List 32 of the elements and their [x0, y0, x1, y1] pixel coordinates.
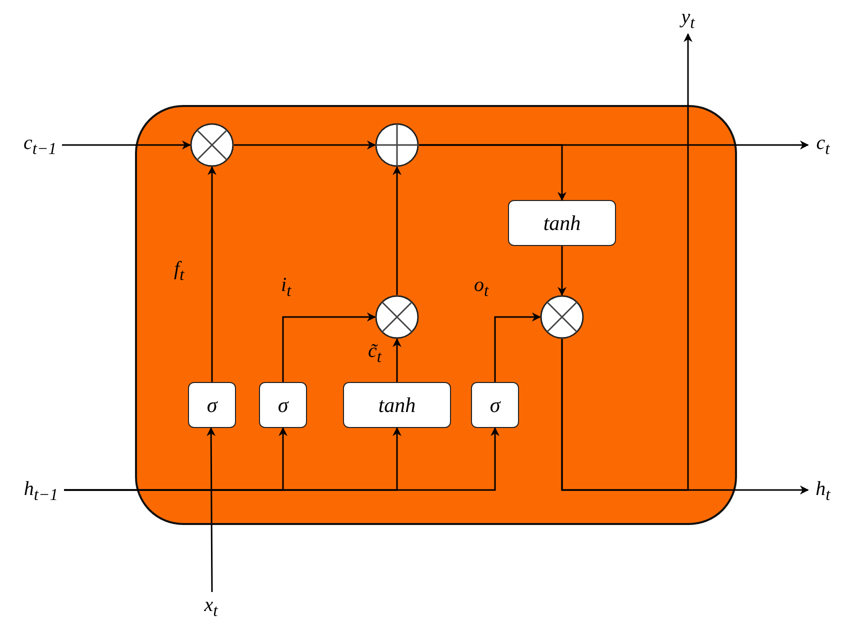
arrow: [419, 144, 566, 201]
arrow: [234, 140, 376, 150]
cell-background: [135, 105, 737, 525]
add-operator: [375, 123, 419, 167]
edge-label: f$_{t}$: [174, 258, 184, 285]
arrow: [206, 427, 216, 592]
variable-label: x$_{t}$: [196, 592, 226, 622]
multiply-operator: [540, 295, 584, 339]
arrow: [558, 246, 566, 296]
arrow: [561, 33, 692, 491]
edge-label: o$_{t}$: [474, 274, 489, 301]
edge-label: i$_{t}$: [281, 274, 292, 301]
variable-label: h$_{t}$: [808, 476, 838, 506]
arrow: [62, 140, 191, 150]
arrow: [392, 338, 402, 382]
arrow: [208, 166, 216, 382]
arrow: [494, 312, 541, 382]
variable-label: c$_{t−1}$: [18, 130, 62, 160]
arrow: [392, 166, 402, 295]
arrow: [282, 312, 376, 382]
activation-box: σ: [471, 382, 519, 428]
edge-label: c̃$_{t}$: [368, 340, 382, 367]
activation-box: σ: [259, 382, 307, 428]
variable-label: y$_{t}$: [673, 4, 703, 34]
activation-box: tanh: [508, 200, 616, 246]
activation-box: σ: [188, 382, 236, 428]
activation-box: tanh: [343, 382, 451, 428]
multiply-operator: [190, 123, 234, 167]
multiply-operator: [375, 295, 419, 339]
arrow: [64, 427, 500, 491]
variable-label: c$_{t}$: [808, 130, 838, 160]
variable-label: h$_{t−1}$: [18, 476, 64, 506]
